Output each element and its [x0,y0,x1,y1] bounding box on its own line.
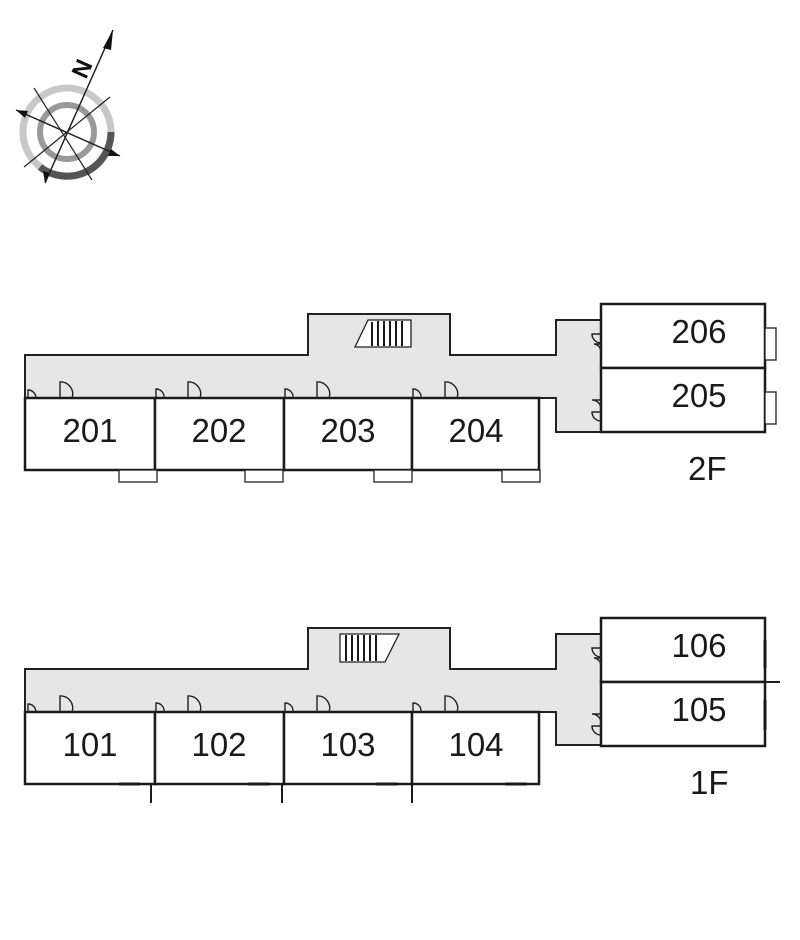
room-label: 105 [671,691,726,728]
corridor-1f [24,627,602,746]
room-label: 206 [671,313,726,350]
room-203[interactable] [282,396,414,472]
room-202[interactable] [153,396,286,472]
room-102[interactable] [153,710,286,786]
balcony-206 [764,327,777,361]
room-label: 106 [671,627,726,664]
balcony-202 [244,469,284,483]
room-206[interactable] [599,302,767,370]
room-label: 103 [320,726,375,763]
corridor-2f [24,313,602,433]
room-103[interactable] [282,710,414,786]
room-label: 202 [191,412,246,449]
floor-1f: 101 102 103 104 105 106 1F [23,616,780,803]
north-label: N [67,56,99,83]
room-106[interactable] [599,616,767,684]
balcony-203 [373,469,413,483]
room-104[interactable] [410,710,541,786]
floor-2f: 201 202 203 204 205 206 2F [23,302,777,487]
balcony-204 [501,469,541,483]
room-204[interactable] [410,396,541,472]
door-icon [27,333,602,422]
compass-rose-icon: N [15,29,121,184]
room-105[interactable] [599,680,767,748]
floor-label-1f: 1F [690,764,729,801]
floor-label-2f: 2F [688,450,727,487]
balcony-201 [118,469,158,483]
room-label: 204 [448,412,503,449]
room-label: 101 [62,726,117,763]
room-label: 205 [671,377,726,414]
room-label: 104 [448,726,503,763]
room-label: 201 [62,412,117,449]
room-label: 102 [191,726,246,763]
door-icon [27,647,602,736]
room-label: 203 [320,412,375,449]
balcony-205 [764,391,777,425]
